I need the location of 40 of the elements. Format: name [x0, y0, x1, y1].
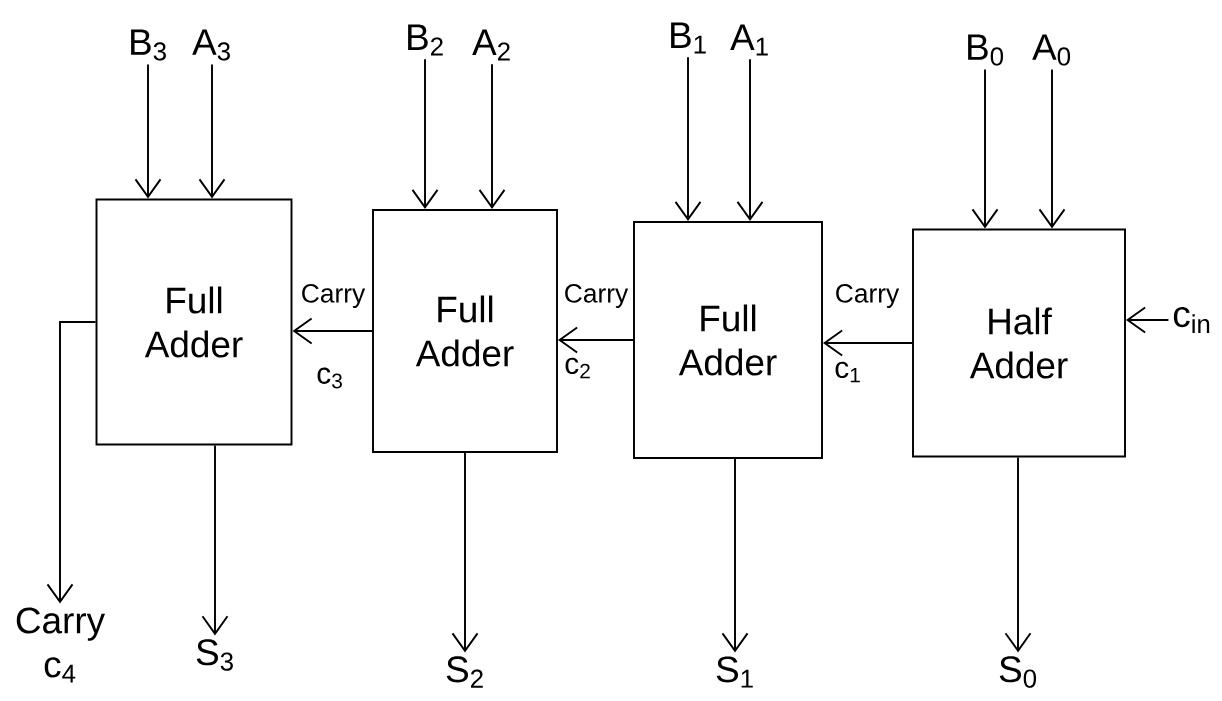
- signal-label: B$_{3}$: [131, 29, 166, 61]
- edge-label: Carry: [299, 282, 367, 310]
- signal-label: B$_{0}$: [968, 34, 1004, 66]
- signal-label: S$_{1}$: [716, 656, 753, 688]
- signal-label: Carry c$_{4}$: [16, 607, 105, 683]
- signal-label: c$_{in}$: [1173, 307, 1210, 333]
- signal-label: A$_{1}$: [730, 24, 768, 56]
- carry-label: c$_{3}$: [317, 367, 342, 389]
- arrow: [1004, 456, 1032, 653]
- arrow: [1038, 68, 1066, 229]
- edge-label: Carry: [833, 282, 901, 310]
- carry-label: c$_{2}$: [565, 357, 590, 379]
- adder-box: Full Adder: [95, 198, 293, 446]
- signal-label: B$_{1}$: [671, 22, 706, 54]
- arrow: [201, 444, 229, 636]
- carry-label: c$_{1}$: [835, 361, 860, 383]
- signal-label: A$_{0}$: [1032, 34, 1071, 66]
- arrow: [198, 63, 226, 199]
- adder-box: Full Adder: [633, 221, 823, 459]
- arrow: [46, 321, 97, 604]
- arrow: [971, 68, 999, 229]
- signal-label: A$_{2}$: [472, 29, 510, 61]
- adder-box: Half Adder: [912, 228, 1126, 458]
- arrow: [721, 458, 749, 653]
- signal-label: S$_{3}$: [196, 639, 233, 671]
- arrow: [411, 58, 439, 210]
- arrow: [451, 452, 479, 653]
- arrow: [292, 317, 373, 345]
- arrow: [557, 326, 634, 354]
- signal-label: B$_{2}$: [408, 24, 443, 56]
- arrow: [674, 56, 702, 222]
- arrow: [478, 63, 506, 210]
- arrow: [822, 329, 913, 357]
- signal-label: S$_{2}$: [446, 656, 483, 688]
- arrow: [134, 63, 162, 199]
- arrow: [736, 58, 764, 222]
- signal-label: A$_{3}$: [192, 29, 230, 61]
- signal-label: S$_{0}$: [999, 656, 1037, 688]
- edge-label: Carry: [562, 282, 630, 310]
- adder-box: Full Adder: [372, 209, 558, 453]
